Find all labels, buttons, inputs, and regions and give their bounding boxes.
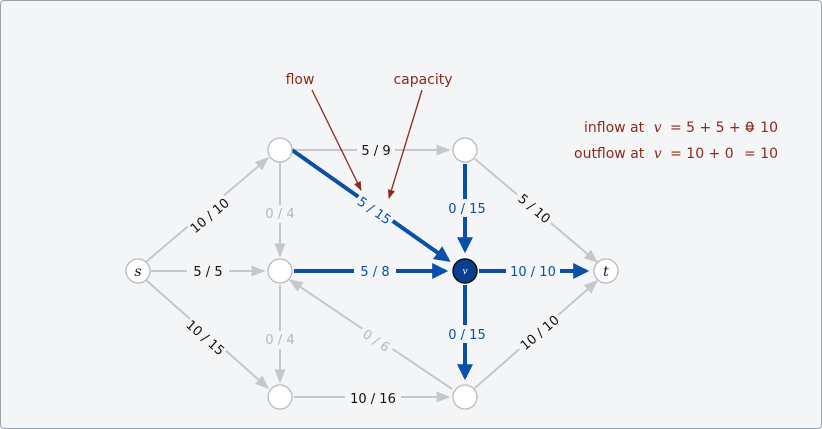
edge-label-b-v: 0 / 15: [448, 202, 485, 217]
outflow-result: = 10: [744, 146, 778, 162]
capacity-annotation: capacity: [393, 72, 452, 88]
node-label-t: t: [603, 264, 609, 280]
flow-annotation-arrow: [311, 89, 362, 191]
inflow-prefix: inflow at: [584, 120, 645, 136]
node-label-s: s: [134, 264, 141, 280]
edge-label-v-f: 0 / 15: [448, 328, 485, 343]
inflow-expr: = 5 + 5 + 0: [670, 120, 754, 136]
edge-label-a-c: 0 / 4: [265, 207, 294, 222]
node-b: [452, 137, 478, 163]
node-label-v: v: [462, 267, 467, 277]
node-s: [125, 258, 151, 284]
edge-label-c-e: 0 / 4: [265, 333, 294, 348]
node-t: [593, 258, 619, 284]
edge-label-c-v: 5 / 8: [360, 265, 389, 280]
inflow-equation: inflow at v = 5 + 5 + 0 = 10: [584, 120, 778, 136]
node-f: [452, 384, 478, 410]
outflow-equation: outflow at v = 10 + 0 = 10: [574, 146, 778, 162]
outflow-prefix: outflow at: [574, 146, 645, 162]
capacity-annotation-arrow: [387, 89, 423, 199]
node-e: [267, 384, 293, 410]
inflow-var: v: [654, 120, 662, 136]
outflow-expr: = 10 + 0: [670, 146, 734, 162]
edge-label-a-b: 5 / 9: [361, 144, 390, 159]
inflow-result: = 10: [744, 120, 778, 136]
edge-label-s-c: 5 / 5: [193, 265, 222, 280]
edge-label-v-t: 10 / 10: [510, 265, 556, 280]
flow-annotation: flow: [286, 72, 315, 88]
node-c: [267, 258, 293, 284]
node-a: [267, 137, 293, 163]
node-v: [452, 258, 478, 284]
edge-label-e-f: 10 / 16: [350, 392, 396, 407]
outflow-var: v: [654, 146, 662, 162]
